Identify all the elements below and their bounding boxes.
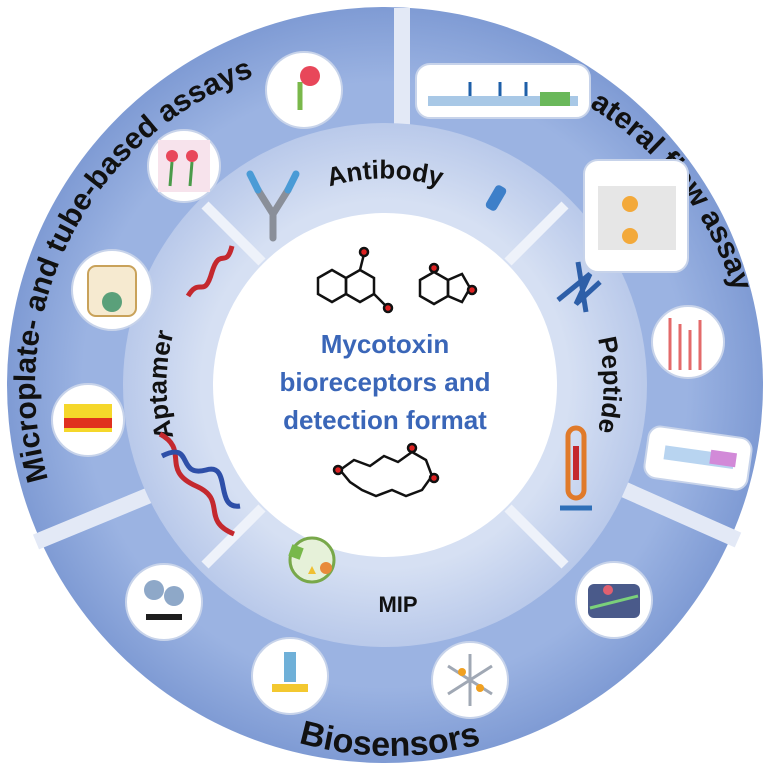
plant-assay-thumbnail — [265, 51, 343, 129]
mycotoxin-molecule-icon — [316, 246, 394, 314]
label-mip: MIP — [378, 592, 417, 617]
lateral-flow-device-thumbnail — [643, 425, 753, 491]
microplate-well-thumbnail — [51, 383, 125, 457]
center-title-line-2: bioreceptors and — [280, 367, 491, 397]
antibody-icon — [246, 170, 300, 242]
biosensor-probe-thumbnail — [251, 637, 329, 715]
tube-assay-thumbnail — [71, 249, 153, 331]
mycotoxin-molecule-icon — [418, 262, 478, 306]
peptide-icon — [556, 261, 602, 313]
center-title-line-1: Mycotoxin — [321, 329, 450, 359]
inner-divider — [201, 201, 266, 266]
mycotoxin-molecule-icon — [332, 442, 440, 498]
center-circle — [213, 213, 557, 557]
inner-divider — [201, 504, 266, 569]
mip-icon — [288, 536, 336, 584]
biosensor-nanostructure-thumbnail — [125, 563, 203, 641]
antibody-vial-icon — [485, 185, 507, 211]
biosensor-surface-thumbnail — [575, 561, 653, 639]
lateral-flow-chart-thumbnail — [651, 305, 725, 379]
microplate-flowers-thumbnail — [147, 129, 221, 203]
biosensor-mesh-thumbnail — [431, 641, 509, 719]
aptamer-dsdna-icon — [158, 431, 241, 537]
inner-divider — [504, 201, 569, 266]
lateral-flow-strip-thumbnail — [415, 63, 591, 119]
inner-divider — [504, 504, 569, 569]
peptide-hairpin-icon — [560, 425, 592, 511]
lateral-flow-cassette-thumbnail — [583, 159, 689, 273]
center-title-line-3: detection format — [283, 405, 487, 435]
aptamer-ssdna-icon — [185, 245, 235, 298]
